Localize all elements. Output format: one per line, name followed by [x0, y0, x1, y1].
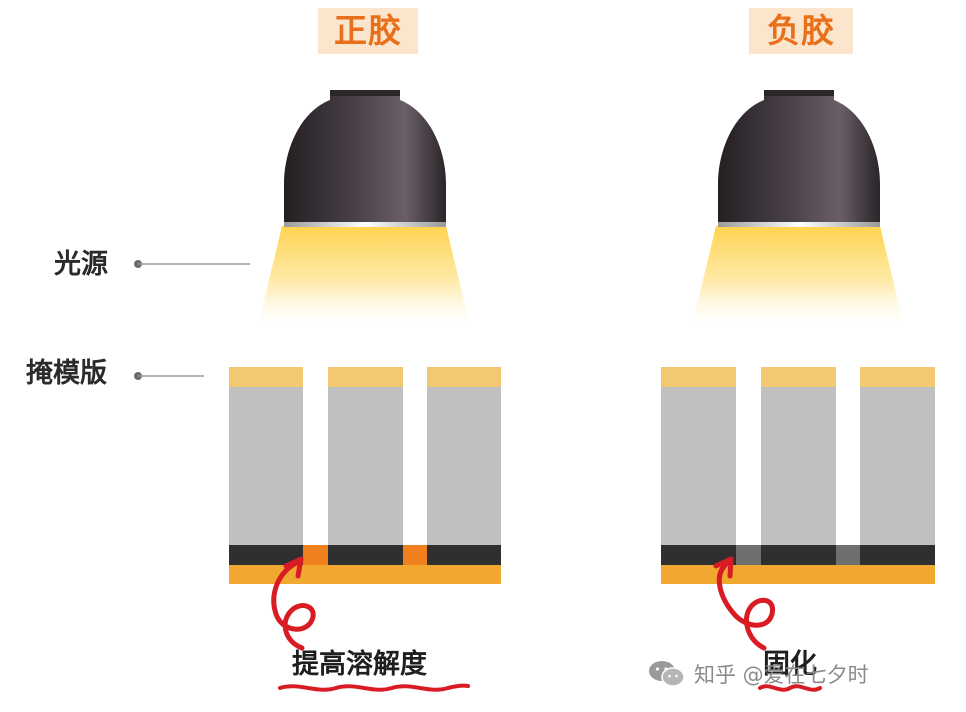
watermark: 知乎 @爱在七夕时: [648, 656, 869, 692]
wafer-negative: [661, 545, 935, 584]
note-positive: 提高溶解度: [292, 649, 427, 680]
mask-block: [229, 387, 303, 545]
note-negative: 固化: [763, 649, 817, 680]
substrate: [229, 565, 501, 584]
resist-exposed: [836, 545, 860, 565]
arrow-negative: [713, 556, 776, 651]
mask-block: [328, 387, 403, 545]
wechat-logo-icon: [649, 661, 685, 687]
mask-block: [761, 387, 836, 545]
mask-block: [427, 387, 501, 545]
lamp-negative: [692, 90, 904, 326]
mask-cap: [860, 367, 935, 387]
light-beam-positive: [258, 226, 470, 326]
underline-negative: [758, 684, 822, 692]
underline-positive: [278, 683, 470, 692]
mask-positive: [229, 367, 501, 545]
substrate: [661, 565, 935, 584]
lamp-shade-positive: [284, 92, 446, 226]
resist-exposed: [403, 545, 427, 565]
title-negative-resist: 负胶: [749, 8, 853, 54]
mask-block: [661, 387, 736, 545]
mask-cap: [661, 367, 736, 387]
mask-cap: [229, 367, 303, 387]
resist-layer: [229, 545, 501, 565]
wafer-positive: [229, 545, 501, 584]
resist-exposed: [303, 545, 328, 565]
mask-leader: [134, 372, 204, 380]
resist-exposed: [736, 545, 761, 565]
watermark-text: 知乎 @爱在七夕时: [694, 663, 869, 687]
mask-label: 掩模版: [26, 358, 107, 389]
mask-block: [860, 387, 935, 545]
mask-cap: [761, 367, 836, 387]
arrow-positive: [271, 556, 316, 651]
light-source-leader: [134, 260, 250, 268]
lamp-positive: [258, 90, 470, 326]
resist-layer: [661, 545, 935, 565]
title-positive-resist: 正胶: [318, 8, 418, 54]
mask-cap: [328, 367, 403, 387]
mask-cap: [427, 367, 501, 387]
lamp-shade-negative: [718, 92, 880, 226]
light-beam-negative: [692, 226, 904, 326]
light-source-label: 光源: [54, 249, 108, 280]
mask-negative: [661, 367, 935, 545]
